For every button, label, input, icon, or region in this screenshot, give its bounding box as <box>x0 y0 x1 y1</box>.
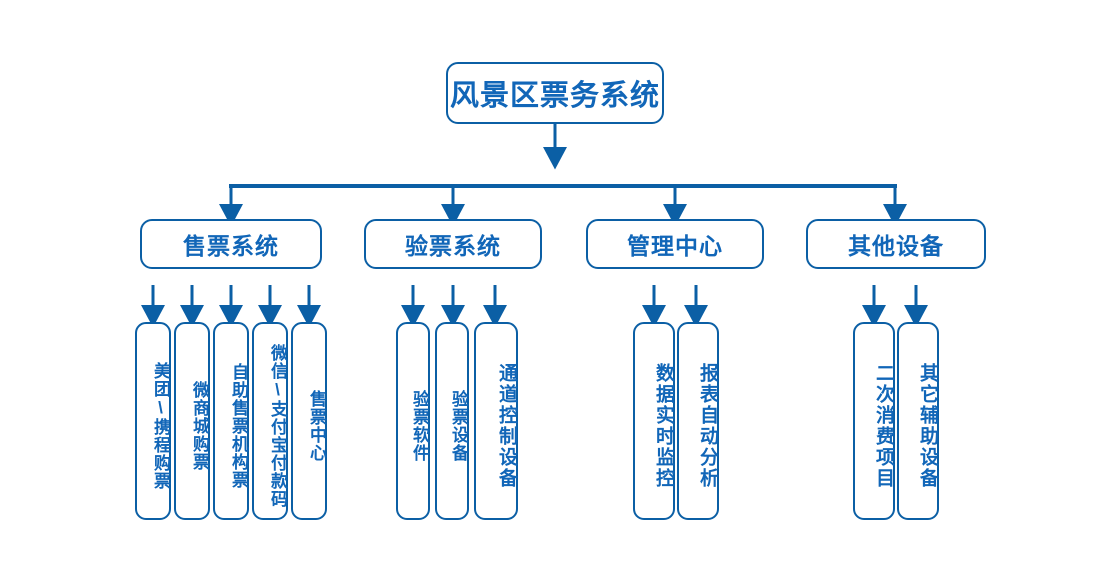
leaf-node[interactable]: 验票软件 <box>396 322 430 520</box>
branch-node-sales[interactable]: 售票系统 <box>140 219 322 269</box>
branch-node-label: 售票系统 <box>183 233 279 259</box>
leaf-node-label: 数据实时监控 <box>653 362 674 489</box>
branch-node-label: 验票系统 <box>405 233 501 259</box>
branch-node-label: 其他设备 <box>848 233 944 259</box>
leaf-node-label: 微商城购票 <box>190 380 209 471</box>
leaf-node[interactable]: 数据实时监控 <box>633 322 675 520</box>
leaf-node[interactable]: 报表自动分析 <box>677 322 719 520</box>
leaf-node[interactable]: 二次消费项目 <box>853 322 895 520</box>
leaf-node-label: 通道控制设备 <box>496 362 517 489</box>
leaf-node[interactable]: 通道控制设备 <box>474 322 518 520</box>
leaf-node[interactable]: 售票中心 <box>291 322 327 520</box>
leaf-node[interactable]: 自助售票机构票 <box>213 322 249 520</box>
leaf-node-label: 验票软件 <box>410 389 429 462</box>
leaf-node-label: 售票中心 <box>307 389 326 462</box>
leaf-node-label: 其它辅助设备 <box>917 362 938 489</box>
leaf-node[interactable]: 其它辅助设备 <box>897 322 939 520</box>
leaf-node-label: 美团\携程购票 <box>151 361 170 490</box>
branch-node-label: 管理中心 <box>627 233 723 259</box>
root-node-label: 风景区票务系统 <box>449 80 660 112</box>
leaf-node-label: 报表自动分析 <box>697 362 718 489</box>
leaf-node[interactable]: 微商城购票 <box>174 322 210 520</box>
leaf-node[interactable]: 美团\携程购票 <box>135 322 171 520</box>
branch-node-ticketcheck[interactable]: 验票系统 <box>364 219 542 269</box>
branch-node-management[interactable]: 管理中心 <box>586 219 764 269</box>
leaf-node-label: 二次消费项目 <box>873 362 894 489</box>
leaf-node[interactable]: 微信\支付宝付款码 <box>252 322 288 520</box>
branch-node-otherdevices[interactable]: 其他设备 <box>806 219 986 269</box>
leaf-node-label: 微信\支付宝付款码 <box>268 343 287 508</box>
leaf-node-label: 自助售票机构票 <box>229 362 248 489</box>
root-node[interactable]: 风景区票务系统 <box>446 62 664 124</box>
leaf-node-label: 验票设备 <box>449 389 468 462</box>
leaf-node[interactable]: 验票设备 <box>435 322 469 520</box>
